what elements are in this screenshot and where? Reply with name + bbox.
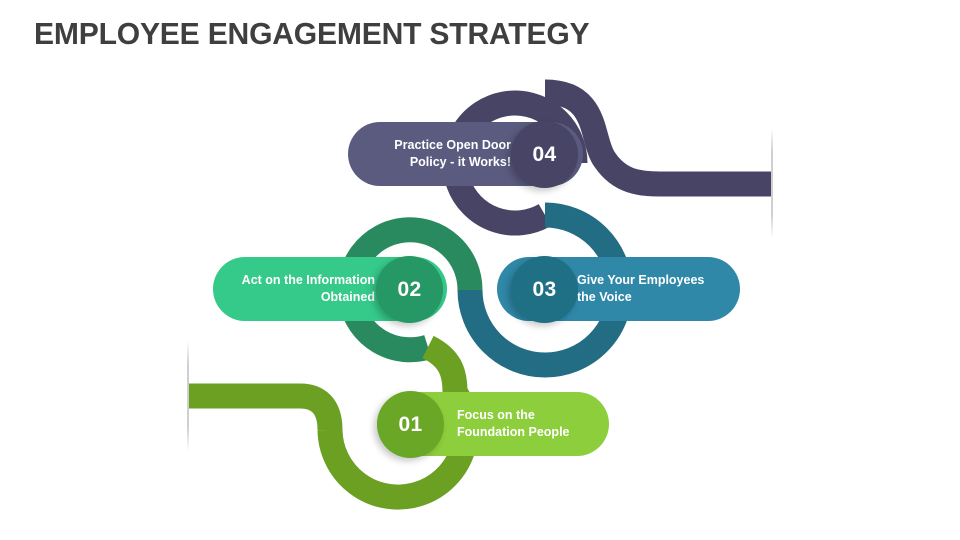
step-01-label: Focus on the Foundation People xyxy=(457,408,570,439)
guide-line-right xyxy=(771,128,773,238)
step-03-number-circle[interactable]: 03 xyxy=(511,256,578,323)
step-01-number-circle[interactable]: 01 xyxy=(377,391,444,458)
ribbon-segment-01 xyxy=(187,335,479,510)
step-01-number: 01 xyxy=(398,412,423,436)
step-04-number-circle[interactable]: 04 xyxy=(511,121,578,188)
step-02-number: 02 xyxy=(397,277,422,301)
ribbon-segment-03 xyxy=(457,202,633,378)
step-04-label: Practice Open Door Policy - it Works! xyxy=(394,138,511,169)
page-title: EMPLOYEE ENGAGEMENT STRATEGY xyxy=(34,16,590,51)
step-02-label: Act on the Information Obtained xyxy=(241,273,375,304)
guide-line-left xyxy=(187,341,189,451)
step-04-number: 04 xyxy=(532,142,557,166)
step-02-number-circle[interactable]: 02 xyxy=(376,256,443,323)
step-03-label: Give Your Employees the Voice xyxy=(577,273,705,304)
step-03-number: 03 xyxy=(532,277,557,301)
ribbon-segment-02 xyxy=(337,217,483,363)
